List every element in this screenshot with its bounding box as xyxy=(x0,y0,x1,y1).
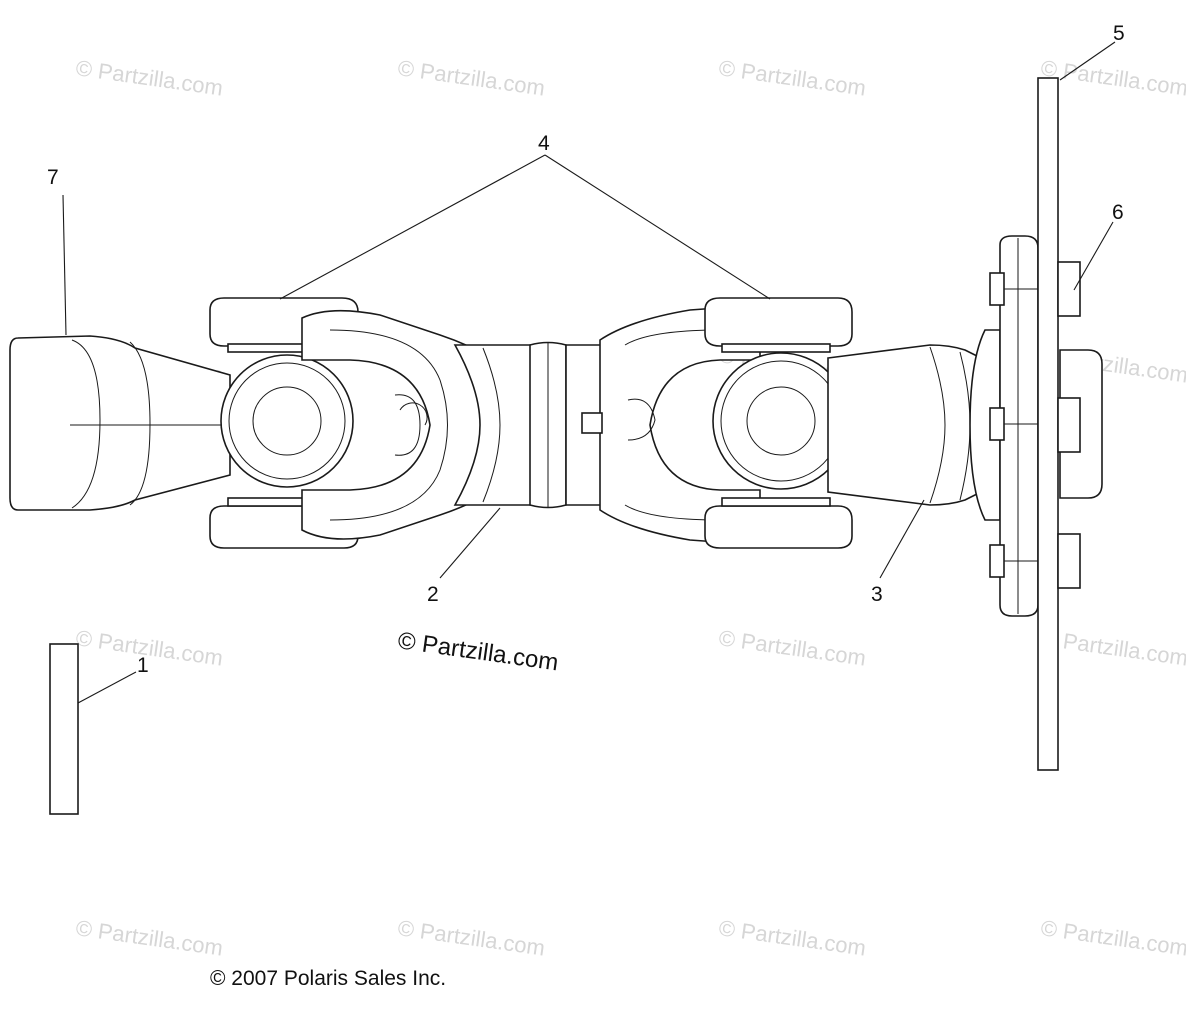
callout-3: 3 xyxy=(871,583,883,606)
part-7-stub-shaft xyxy=(9,335,231,511)
copyright-notice: © 2007 Polaris Sales Inc. xyxy=(210,967,446,990)
watermark: © Partzilla.com xyxy=(717,915,867,960)
watermark: © Partzilla.com xyxy=(717,55,867,100)
part-1-plate xyxy=(49,643,79,815)
right-yoke-caps xyxy=(704,297,853,549)
part-5-plate xyxy=(1037,77,1059,771)
part-2-center-yoke xyxy=(301,309,541,540)
callout-1: 1 xyxy=(137,654,149,677)
callout-5: 5 xyxy=(1113,22,1125,45)
watermark: © Partzilla.com xyxy=(74,915,224,960)
center-watermark: © Partzilla.com xyxy=(396,627,560,676)
watermark: © Partzilla.com xyxy=(1039,55,1186,100)
watermark: © Partzilla.com xyxy=(74,625,224,670)
part-6-bolts xyxy=(989,261,1081,589)
callout-7: 7 xyxy=(47,166,59,189)
callouts: 1 2 3 4 5 6 7 xyxy=(47,22,1125,677)
flange-assembly xyxy=(969,235,1103,617)
watermark: © Partzilla.com xyxy=(74,55,224,100)
watermark: © Partzilla.com xyxy=(1039,625,1186,670)
watermark: © Partzilla.com xyxy=(396,55,546,100)
callout-2: 2 xyxy=(427,583,439,606)
watermark: © Partzilla.com xyxy=(1039,915,1186,960)
callout-4: 4 xyxy=(538,132,550,155)
left-u-joint xyxy=(220,354,354,488)
leader-lines xyxy=(62,41,1116,704)
part-3-tube xyxy=(827,344,986,506)
watermark: © Partzilla.com xyxy=(396,915,546,960)
callout-6: 6 xyxy=(1112,201,1124,224)
watermark: © Partzilla.com xyxy=(717,625,867,670)
center-collar xyxy=(529,341,567,509)
